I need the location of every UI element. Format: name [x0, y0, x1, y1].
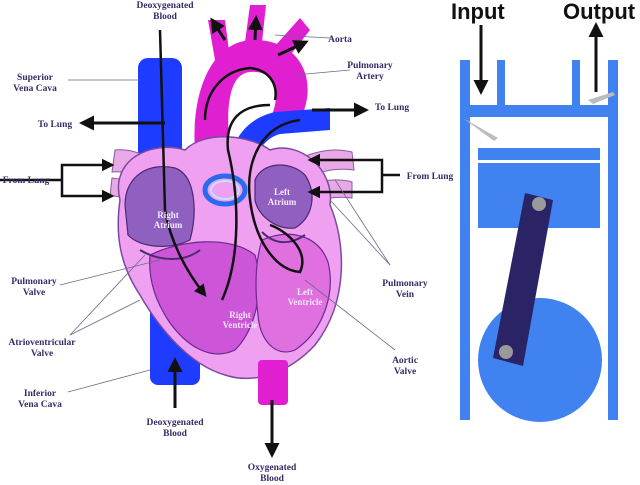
label-pulmonary-artery: PulmonaryArtery	[347, 61, 393, 82]
cylinder-wall-right	[608, 60, 618, 420]
outlet-pipe-wall	[572, 60, 580, 110]
intake-pipe-wall	[497, 60, 505, 110]
label-from-lung-right: From Lung	[407, 172, 454, 182]
label-deoxygenated-top: DeoxygenatedBlood	[137, 1, 195, 22]
label-pulmonary-valve: PulmonaryValve	[11, 277, 57, 298]
label-atrioventricular-valve: AtrioventricularValve	[8, 338, 76, 359]
cylinder-wall-left	[460, 60, 470, 420]
arrow-from-lung-left	[62, 165, 112, 180]
aorta-branch	[208, 20, 230, 60]
right-atrium	[125, 167, 194, 247]
label-from-lung-left: From Lung	[3, 176, 50, 186]
piston-ring	[478, 148, 600, 160]
label-aortic-valve: AorticValve	[392, 356, 418, 377]
cylinder-head	[470, 105, 608, 117]
crank-pin	[499, 345, 513, 359]
crank-wheel	[478, 298, 602, 422]
descending-aorta	[258, 360, 288, 405]
label-pulmonary-vein: PulmonaryVein	[382, 279, 428, 300]
wrist-pin	[532, 197, 546, 211]
arrow-from-lung-left	[62, 180, 112, 196]
label-oxygenated: OxygenatedBlood	[248, 463, 297, 484]
label-inferior-vena-cava: InferiorVena Cava	[18, 389, 62, 410]
label-right-atrium: RightAtrium	[154, 210, 183, 230]
label-to-lung-left: To Lung	[38, 120, 72, 130]
arrow	[255, 18, 256, 40]
label-deoxygenated-bottom: DeoxygenatedBlood	[147, 418, 205, 439]
label-input: Input	[451, 0, 505, 24]
label-superior-vena-cava: SuperiorVena Cava	[13, 73, 57, 94]
label-to-lung-right: To Lung	[375, 103, 409, 113]
pump-illustration: Input Output	[451, 0, 636, 422]
heart-illustration	[110, 5, 354, 405]
label-aorta: Aorta	[328, 35, 352, 45]
label-output: Output	[563, 0, 636, 24]
